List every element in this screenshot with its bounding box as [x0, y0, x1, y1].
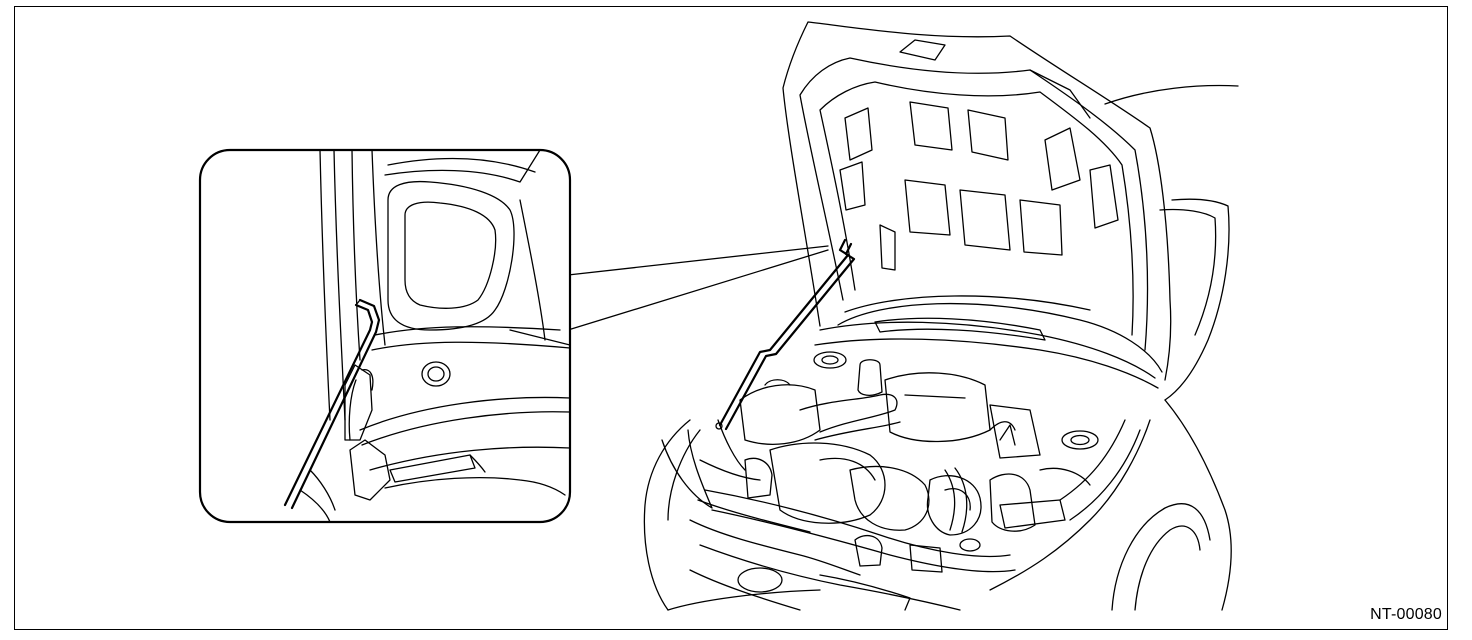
engine-bay — [699, 317, 1159, 573]
open-hood — [782, 21, 1172, 381]
callout-leader — [567, 245, 829, 331]
vehicle-body — [643, 84, 1239, 611]
figure-frame — [14, 6, 1448, 630]
detail-inset — [198, 148, 572, 524]
hood-stay-rod — [715, 238, 856, 431]
figure-code: NT-00080 — [1370, 606, 1442, 623]
